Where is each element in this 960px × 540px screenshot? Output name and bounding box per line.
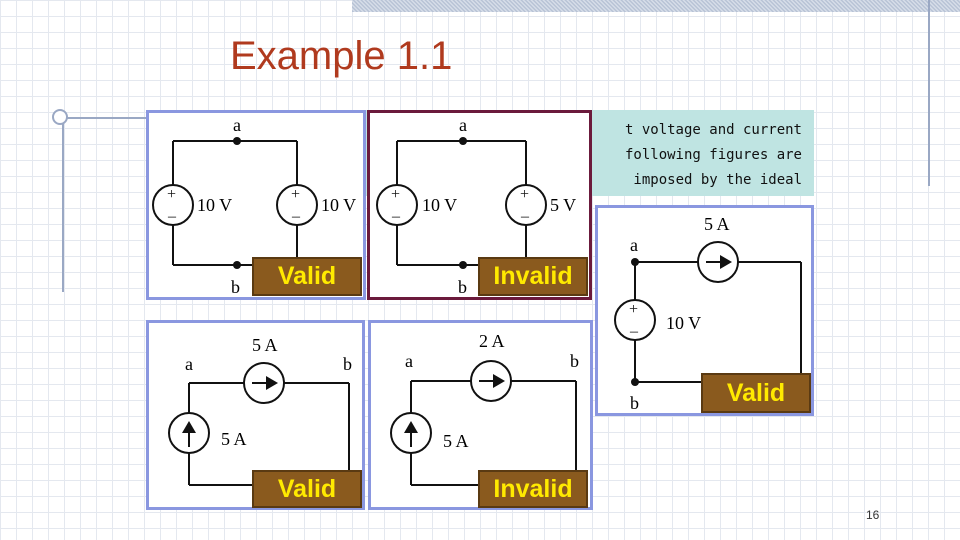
circuit-4-diagram: a b 5 A 5 A [168, 335, 352, 486]
header-decoration-line [928, 0, 930, 186]
svg-text:–: – [520, 208, 530, 225]
circuit-4-node-a: a [185, 354, 193, 374]
circuit-1-node-a: a [233, 115, 241, 135]
circuit-5-shunt-source-label: 5 A [443, 431, 469, 451]
circuit-2-node-a: a [459, 115, 467, 135]
circuit-3-node-b: b [630, 393, 639, 413]
svg-text:+: + [391, 186, 400, 203]
bullet-decoration-stem [62, 122, 64, 292]
question-line-3: imposed by the ideal [633, 172, 802, 188]
question-line-2: following figures are [624, 147, 802, 163]
circuit-3-voltage-source-label: 10 V [666, 313, 701, 333]
svg-text:+: + [167, 186, 176, 203]
circuit-2-verdict-badge: Invalid [478, 257, 588, 296]
circuit-1-diagram: + – + – a b 10 V 10 V [152, 115, 356, 297]
page-number: 16 [866, 508, 880, 522]
svg-text:–: – [167, 208, 177, 225]
circuit-5-node-a: a [405, 351, 413, 371]
circuit-4-shunt-source-label: 5 A [221, 429, 247, 449]
bullet-decoration-line [58, 117, 154, 119]
svg-text:–: – [291, 208, 301, 225]
slide-title: Example 1.1 [230, 34, 453, 78]
header-decoration-bar [352, 0, 960, 12]
svg-text:+: + [520, 186, 529, 203]
circuit-3-verdict-badge: Valid [701, 373, 811, 413]
svg-text:–: – [391, 208, 401, 225]
svg-text:–: – [629, 323, 639, 340]
circuit-4-series-source-label: 5 A [252, 335, 278, 355]
question-line-1: t voltage and current [624, 122, 802, 138]
circuit-2-node-b: b [458, 277, 467, 297]
circuit-5-verdict-badge: Invalid [478, 470, 588, 508]
circuit-1-node-b: b [231, 277, 240, 297]
circuit-1-right-source-label: 10 V [321, 195, 356, 215]
circuit-1-left-source-label: 10 V [197, 195, 232, 215]
circuit-2-right-source-label: 5 V [550, 195, 576, 215]
bullet-decoration-circle [52, 109, 68, 125]
svg-text:+: + [291, 186, 300, 203]
circuit-1-verdict-badge: Valid [252, 257, 362, 296]
svg-text:+: + [629, 301, 638, 318]
circuit-5-node-b: b [570, 351, 579, 371]
circuit-4-node-b: b [343, 354, 352, 374]
circuit-3-node-a: a [630, 235, 638, 255]
circuit-3-current-source-label: 5 A [704, 214, 730, 234]
circuit-4-verdict-badge: Valid [252, 470, 362, 508]
circuit-5-series-source-label: 2 A [479, 331, 505, 351]
circuit-2-left-source-label: 10 V [422, 195, 457, 215]
